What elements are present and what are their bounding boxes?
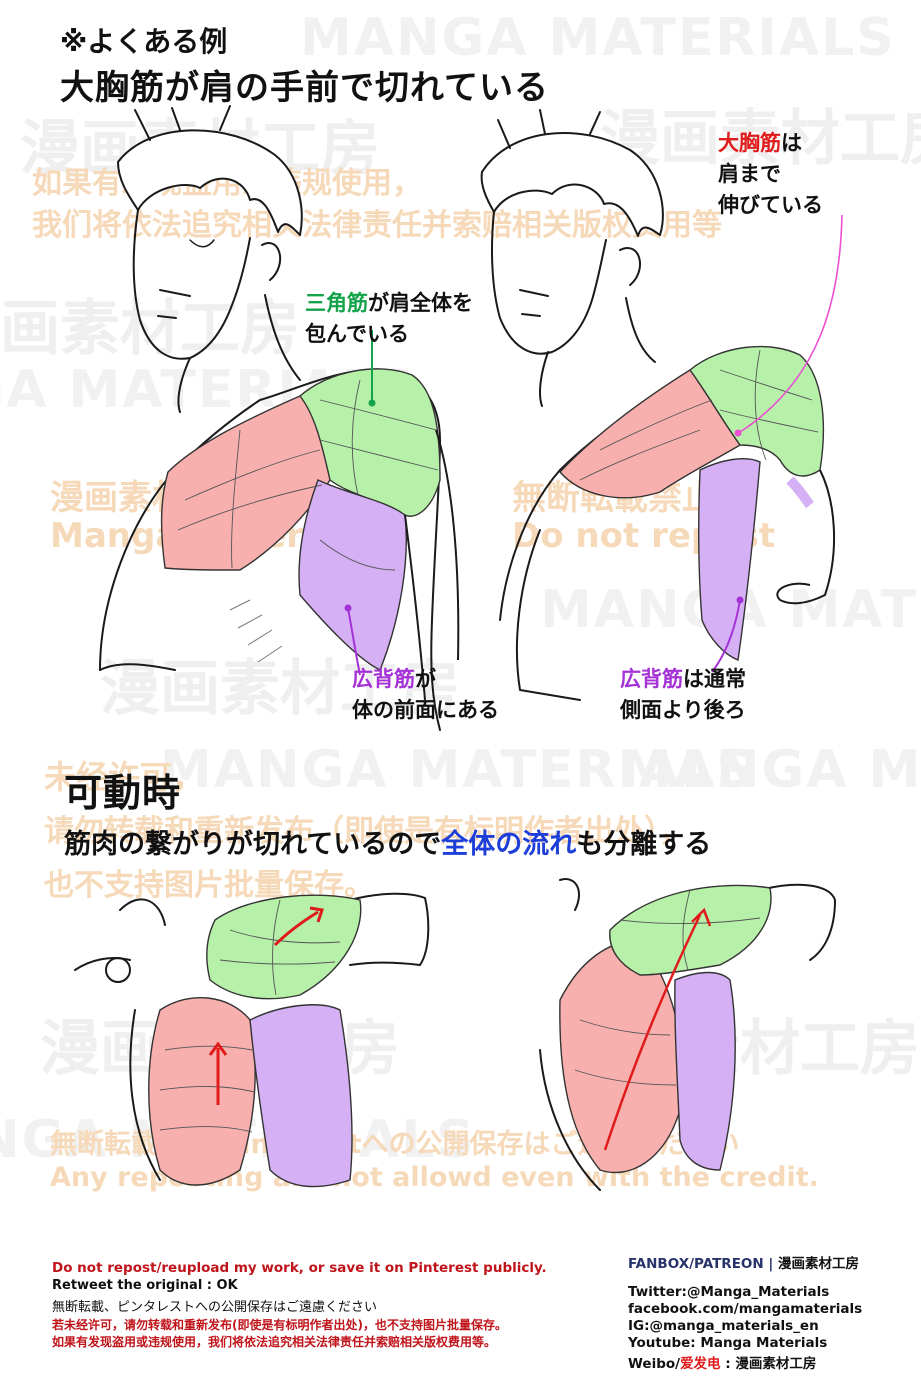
fanbox-separator: |: [763, 1256, 779, 1272]
footer: Do not repost/reupload my work, or save …: [0, 1232, 921, 1390]
footer-instagram[interactable]: IG:@manga_materials_en: [628, 1318, 819, 1334]
fanbox-link[interactable]: FANBOX/PATREON: [628, 1256, 764, 1272]
deltoid-name: 三角筋: [305, 291, 368, 315]
pectoral-desc2: 肩まで: [718, 162, 781, 186]
contour-lines: [574, 889, 761, 1086]
fanbox-studio: 漫画素材工房: [778, 1256, 860, 1272]
pectoral-muscle: [148, 997, 256, 1186]
footer-fanbox-row: FANBOX/PATREON | 漫画素材工房: [628, 1252, 859, 1272]
top-illustrations: [99, 105, 843, 731]
section-heading: 可動時: [64, 771, 182, 815]
pectoral-desc: は: [781, 131, 802, 155]
sentence-part2: も分離する: [576, 829, 712, 860]
deltoid-label: 三角筋が肩全体を 包んでいる: [305, 288, 473, 350]
footer-warning-cn1: 若未经许可，请勿转载和重新发布(即使是有标明作者出处)，也不支持图片批量保存。: [52, 1318, 507, 1332]
deltoid-pointer-dot: [368, 399, 376, 407]
footer-twitter[interactable]: Twitter:@Manga_Materials: [628, 1284, 830, 1300]
bottom-illustrations: [74, 878, 837, 1191]
pectoral-label: 大胸筋は 肩まで 伸びている: [718, 128, 823, 221]
flow-arrow-head: [691, 907, 712, 927]
lat-desc2: 体の前面にある: [352, 698, 499, 722]
deltoid-muscle: [299, 368, 441, 517]
lat-pointer: [347, 607, 361, 676]
flow-arrow: [273, 910, 319, 947]
deltoid-desc: が肩全体を: [368, 291, 473, 315]
latissimus-muscle: [298, 479, 407, 671]
latissimus-muscle: [674, 971, 736, 1171]
pectoral-name: 大胸筋: [718, 131, 781, 155]
watermark-en: MANGA MATERIALS: [160, 740, 756, 800]
flow-arrow-head: [208, 1041, 228, 1056]
rib-lines: [229, 599, 283, 663]
sentence-highlight: 全体の流れ: [441, 829, 577, 860]
lat-name: 広背筋: [620, 667, 683, 691]
footer-retweet: Retweet the original : OK: [52, 1278, 238, 1293]
page-title: 大胸筋が肩の手前で切れている: [60, 68, 549, 108]
latissimus-muscle: [697, 458, 761, 661]
pectoral-muscle: [160, 395, 331, 571]
lat-name: 広背筋: [352, 667, 415, 691]
deltoid-muscle: [689, 345, 825, 477]
lat-pointer-dot: [344, 604, 352, 612]
latissimus-muscle: [249, 1004, 353, 1188]
footer-youtube[interactable]: Youtube: Manga Materials: [628, 1335, 828, 1351]
contour-lines: [579, 349, 819, 481]
deltoid-muscle: [206, 894, 362, 1000]
right-raised-figure: [539, 878, 837, 1191]
left-arm: [404, 429, 460, 701]
lat-pointer-dot: [736, 596, 744, 604]
lat-right-label: 広背筋は通常 側面より後ろ: [620, 664, 746, 726]
watermark-en: MANGA MATERIALS: [300, 8, 896, 68]
lat-desc: が: [415, 667, 436, 691]
weibo-suffix: : 漫画素材工房: [720, 1356, 817, 1372]
footer-weibo[interactable]: Weibo/爱发电 : 漫画素材工房: [628, 1352, 816, 1372]
watermark-en: MANGA MATERIALS: [620, 740, 921, 800]
pectoral-pointer-dot: [734, 429, 742, 437]
flow-arrow-head: [309, 906, 324, 923]
flow-arrow: [603, 914, 702, 1151]
contour-lines: [177, 379, 439, 571]
pectoral-desc3: 伸びている: [718, 193, 823, 217]
lat-pointer: [711, 599, 741, 673]
weibo-afdian: 爱发电: [680, 1356, 721, 1372]
footer-warning-en: Do not repost/reupload my work, or save …: [52, 1260, 547, 1276]
left-raised-figure: [74, 892, 430, 1181]
lat-desc: は通常: [683, 667, 746, 691]
right-arm: [776, 469, 836, 605]
rear-lat-hint: [786, 476, 814, 509]
pectoral-muscle: [559, 939, 684, 1174]
lat-left-label: 広背筋が 体の前面にある: [352, 664, 499, 726]
lat-desc2: 側面より後ろ: [620, 698, 746, 722]
deltoid-desc2: 包んでいる: [305, 322, 409, 346]
footer-warning-jp: 無断転載、ピンタレストへの公開保存はご遠慮ください: [52, 1300, 378, 1315]
section-sentence: 筋肉の繋がりが切れているので全体の流れも分離する: [64, 822, 711, 861]
sub-title: ※よくある例: [60, 25, 228, 58]
sentence-part1: 筋肉の繋がりが切れているので: [64, 829, 442, 860]
footer-warning-cn2: 如果有发现盗用或违规使用，我们将依法追究相关法律责任并索赔相关版权费用等。: [52, 1335, 497, 1349]
right-figure: [480, 109, 664, 701]
deltoid-muscle: [609, 884, 772, 976]
pectoral-pointer: [739, 214, 843, 433]
footer-facebook[interactable]: facebook.com/mangamaterials: [628, 1301, 863, 1317]
weibo-prefix: Weibo/: [628, 1356, 681, 1372]
